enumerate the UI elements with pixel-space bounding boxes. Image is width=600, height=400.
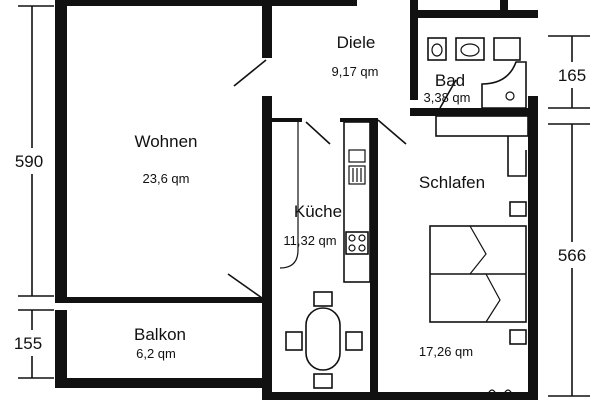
room-area-wohnen: 23,6 qm (143, 171, 190, 186)
room-area-diele: 9,17 qm (332, 64, 379, 79)
doors (227, 59, 457, 299)
dim-label-backing (548, 62, 596, 88)
dimension-lines (18, 5, 590, 397)
dim-label-backing (548, 242, 596, 268)
window (212, 298, 226, 303)
room-name-bad: Bad (435, 71, 465, 90)
kitchen-counter (343, 121, 371, 283)
dimension-schlafen-height: 566 (558, 246, 586, 265)
dining-table (285, 291, 363, 389)
stove-icon (345, 231, 369, 255)
dimension-balkon-height: 155 (14, 334, 42, 353)
room-area-kueche: 11,32 qm (283, 233, 336, 248)
wardrobe (435, 115, 529, 177)
dim-label-backing (6, 330, 50, 356)
room-area-schlafen: 17,26 qm (419, 344, 473, 359)
room-name-kueche: Küche (294, 202, 342, 221)
room-area-bad: 3,38 qm (424, 90, 471, 105)
room-area-balkon: 6,2 qm (136, 346, 176, 361)
walls (55, 0, 538, 400)
room-name-balkon: Balkon (134, 325, 186, 344)
bed (429, 201, 527, 345)
dimension-bad-height: 165 (558, 66, 586, 85)
dimension-wohnen-height: 590 (15, 152, 43, 171)
dim-label-backing (4, 148, 54, 174)
bathroom-fixtures (427, 37, 527, 109)
room-name-wohnen: Wohnen (134, 132, 197, 151)
heater-icon (487, 389, 521, 399)
room-name-schlafen: Schlafen (419, 173, 485, 192)
room-name-diele: Diele (337, 33, 376, 52)
